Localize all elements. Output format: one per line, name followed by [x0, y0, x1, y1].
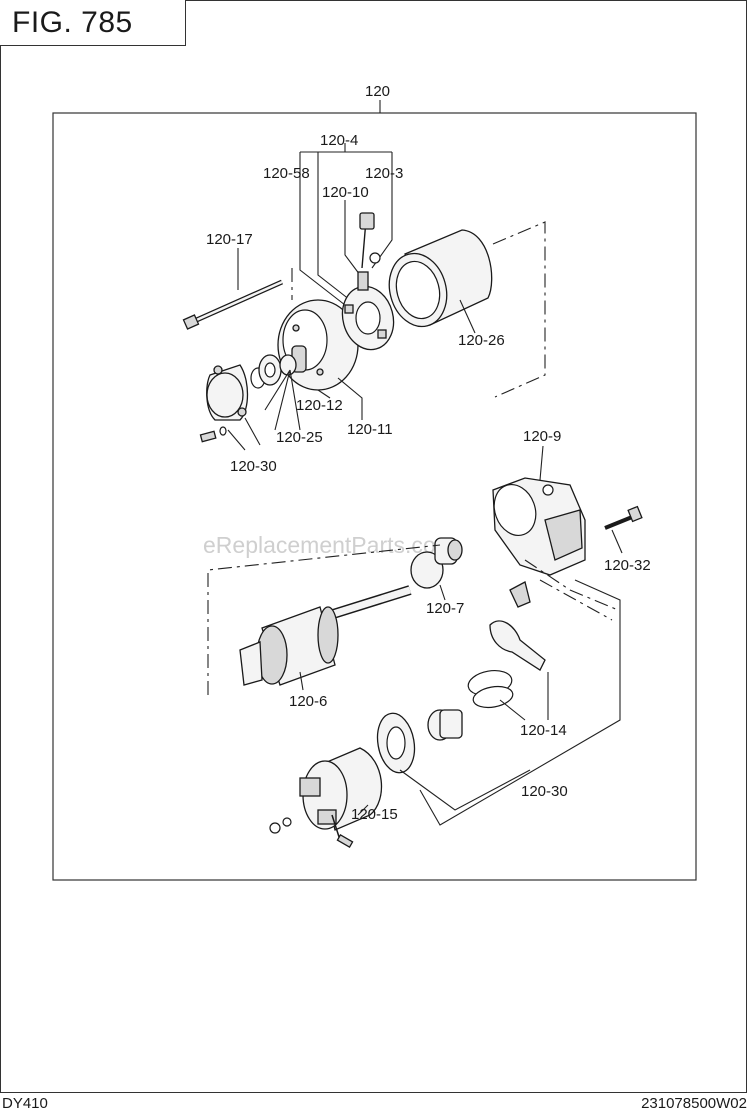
leader-120-12: [317, 377, 363, 420]
callout-120-11: 120-11: [347, 421, 393, 438]
figure-label: FIG. 785: [0, 0, 186, 46]
pinion: [410, 537, 463, 589]
solenoid-nuts: [269, 817, 292, 834]
parts-diagram: eReplacementParts.com: [52, 100, 697, 881]
callout-120-30-top: 120-30: [230, 458, 277, 475]
callout-layer: 120 120-4 120-58 120-3 120-10 120-17 120…: [206, 83, 651, 823]
callout-120-3: 120-3: [365, 165, 403, 182]
watermark: eReplacementParts.com: [203, 532, 455, 558]
solenoid: [299, 747, 383, 848]
callout-120-30-bottom: 120-30: [521, 783, 568, 800]
leader-120-6: [299, 671, 304, 691]
springs: [467, 669, 514, 709]
through-bolt: [182, 279, 284, 330]
gasket: [376, 712, 416, 774]
armature: [239, 585, 412, 686]
callout-120-15: 120-15: [351, 806, 398, 823]
leader-120-30-top: [227, 417, 261, 451]
leader-120-15: [357, 804, 369, 816]
drive-housing: [492, 477, 586, 576]
drawing-number: 231078500W02: [641, 1095, 747, 1112]
cap-screw: [199, 426, 227, 443]
leader-120-9: [539, 445, 544, 481]
leader-120-32: [611, 529, 623, 554]
callout-120-4: 120-4: [320, 132, 358, 149]
leader-120-10: [344, 200, 361, 276]
callout-assembly: 120: [365, 83, 390, 100]
yoke: [388, 229, 493, 328]
leader-120-14: [499, 672, 549, 721]
callout-120-9: 120-9: [523, 428, 561, 445]
callout-120-6: 120-6: [289, 693, 327, 710]
leader-120-25: [264, 369, 301, 431]
dashed-housing: [524, 559, 619, 621]
callout-120-32: 120-32: [604, 557, 651, 574]
washers: [250, 354, 297, 389]
dashed-yoke-right: [492, 221, 546, 398]
callout-120-25: 120-25: [276, 429, 323, 446]
brush-leads: [359, 212, 381, 269]
model-code: DY410: [2, 1095, 48, 1112]
page-frame: [0, 0, 747, 1093]
callout-120-10: 120-10: [322, 184, 369, 201]
callout-120-17: 120-17: [206, 231, 253, 248]
dashed-armature: [207, 544, 441, 695]
callout-120-7: 120-7: [426, 600, 464, 617]
leader-120-26: [459, 299, 476, 334]
plunger: [427, 709, 463, 741]
callout-120-12: 120-12: [296, 397, 343, 414]
brush-holder: [341, 271, 395, 351]
callout-120-58: 120-58: [263, 165, 310, 182]
leader-120-7: [439, 584, 446, 601]
housing-bolt: [604, 505, 643, 530]
leader-120-4: [299, 143, 393, 306]
bearing-cap: [206, 364, 249, 421]
assembly-frame: [52, 112, 697, 881]
callout-120-26: 120-26: [458, 332, 505, 349]
shift-lever: [489, 581, 546, 671]
callout-120-14: 120-14: [520, 722, 567, 739]
leader-120-30-bottom: [399, 579, 621, 826]
